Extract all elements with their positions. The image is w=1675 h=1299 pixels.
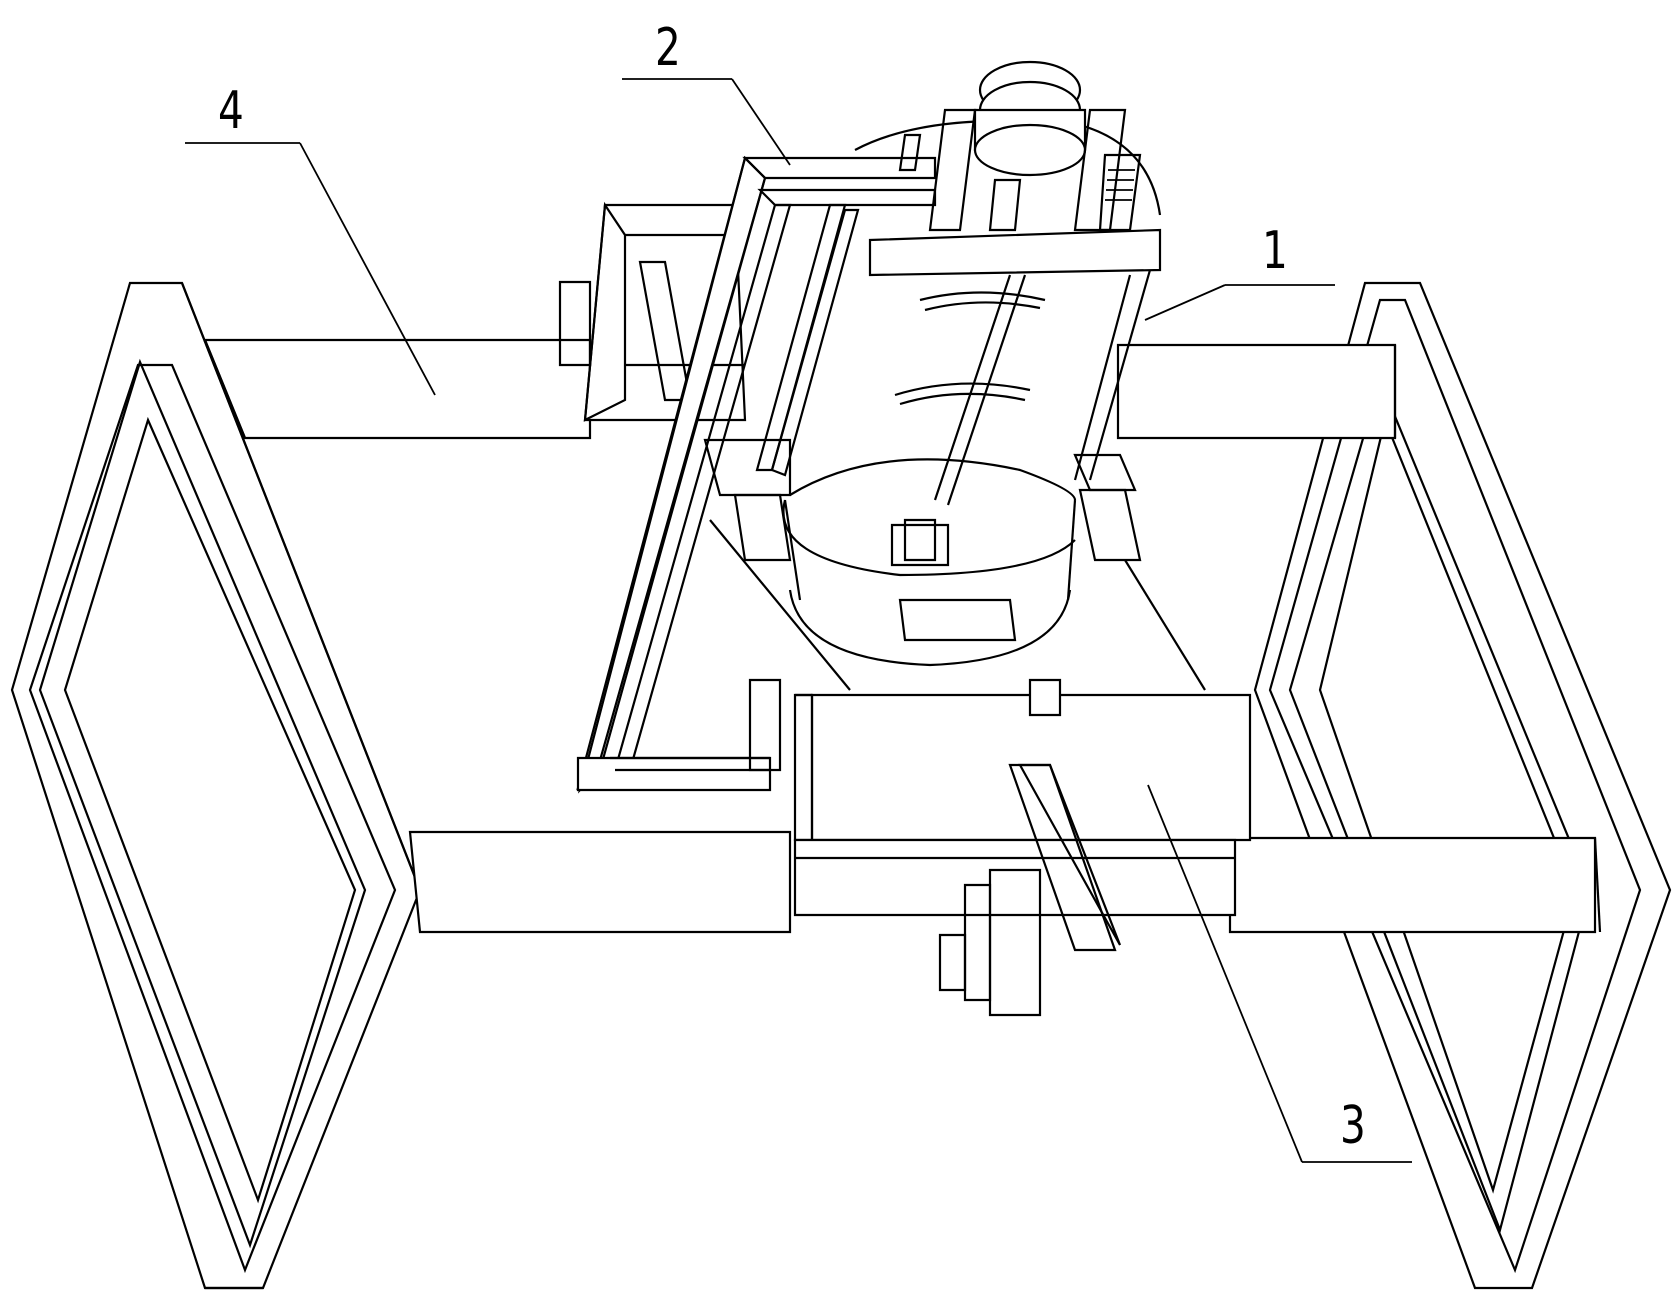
callout-label-1: 1 [1262, 221, 1288, 281]
left-end-frame [10, 281, 422, 1290]
callout-label-2: 2 [655, 18, 681, 78]
right-end-frame [1253, 281, 1672, 1290]
drum-clamps [703, 438, 1206, 691]
callout-label-4: 4 [218, 81, 244, 141]
lower-slide-block [748, 678, 1252, 1017]
callout-label-3: 3 [1340, 1096, 1366, 1156]
motor [898, 60, 1142, 232]
swing-frame [576, 155, 937, 794]
mixing-drum [782, 119, 1162, 667]
leader-lines [185, 78, 1412, 1163]
lower-long-beam [408, 830, 1602, 934]
upper-long-beam [203, 338, 1397, 440]
